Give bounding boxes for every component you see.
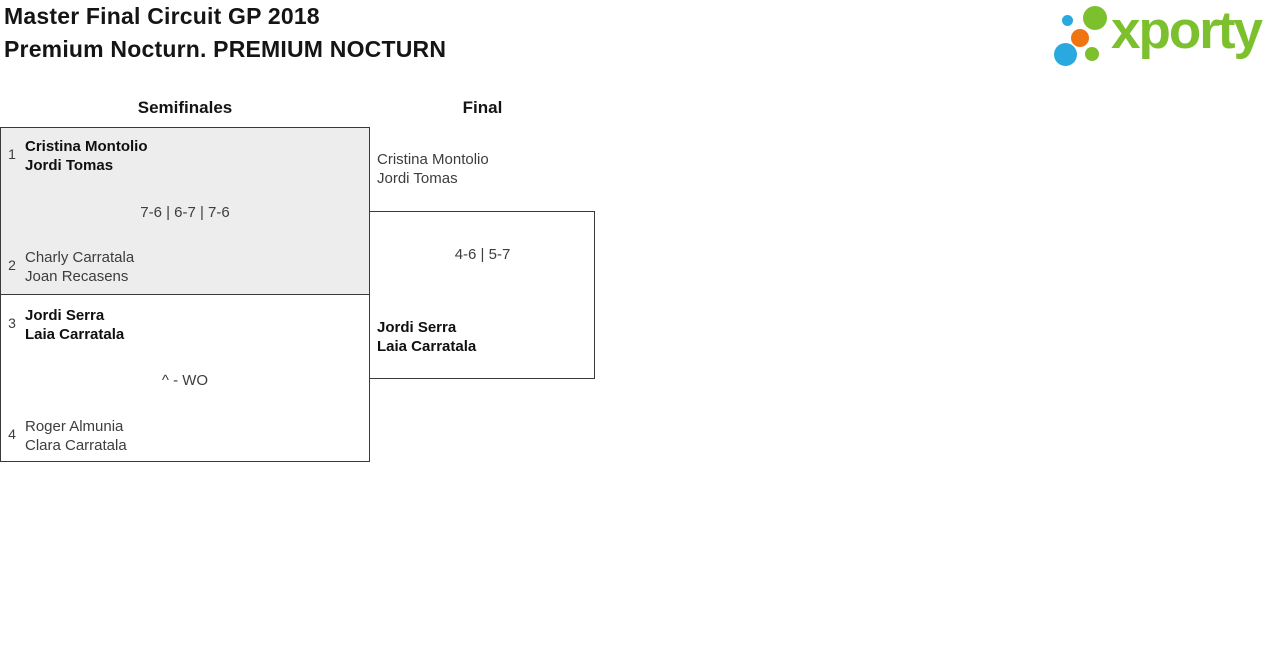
player-name: Laia Carratala <box>377 338 477 355</box>
player-name: Charly Carratala <box>25 249 135 266</box>
tournament-category-line2: Premium Nocturn. PREMIUM NOCTURN <box>4 36 447 62</box>
match-card-final[interactable] <box>369 211 595 379</box>
xporty-logo[interactable]: xporty <box>1045 0 1280 75</box>
player-name: Laia Carratala <box>25 326 125 343</box>
match-score-semifinal-1: 7-6 | 6-7 | 7-6 <box>140 204 230 221</box>
match-card-semifinal-1[interactable] <box>0 127 370 295</box>
logo-dot-orange-icon <box>1071 29 1089 47</box>
seed-number: 1 <box>8 146 16 162</box>
match-score-semifinal-2: ^ - WO <box>161 372 209 389</box>
player-name: Jordi Tomas <box>377 170 458 187</box>
player-name: Clara Carratala <box>25 437 127 454</box>
player-name: Roger Almunia <box>25 418 124 435</box>
match-score-final: 4-6 | 5-7 <box>454 246 511 263</box>
round-header-final: Final <box>462 98 503 117</box>
logo-dot-green-large-icon <box>1083 6 1107 30</box>
seed-number: 3 <box>8 315 16 331</box>
player-name: Joan Recasens <box>25 268 129 285</box>
player-name: Jordi Serra <box>25 307 105 324</box>
logo-dot-green-small-icon <box>1085 47 1099 61</box>
round-header-semifinales: Semifinales <box>137 98 233 117</box>
player-name: Cristina Montolio <box>25 138 148 155</box>
seed-number: 2 <box>8 257 16 273</box>
logo-wordmark: xporty <box>1111 1 1263 60</box>
team-final-bottom: Jordi Serra Laia Carratala <box>377 318 476 356</box>
player-name: Cristina Montolio <box>377 151 489 168</box>
team-sf1-top: Cristina Montolio Jordi Tomas <box>25 137 148 175</box>
logo-dot-blue-large-icon <box>1054 43 1077 66</box>
logo-dot-blue-small-icon <box>1062 15 1073 26</box>
team-final-top: Cristina Montolio Jordi Tomas <box>377 150 489 188</box>
team-sf1-bottom: Charly Carratala Joan Recasens <box>25 248 134 286</box>
tournament-title: Master Final Circuit GP 2018 Premium Noc… <box>4 0 446 66</box>
team-sf2-top: Jordi Serra Laia Carratala <box>25 306 124 344</box>
team-sf2-bottom: Roger Almunia Clara Carratala <box>25 417 127 455</box>
player-name: Jordi Serra <box>377 319 457 336</box>
match-card-semifinal-2[interactable] <box>0 294 370 462</box>
player-name: Jordi Tomas <box>25 157 114 174</box>
tournament-title-line1: Master Final Circuit GP 2018 <box>4 3 320 29</box>
seed-number: 4 <box>8 426 16 442</box>
